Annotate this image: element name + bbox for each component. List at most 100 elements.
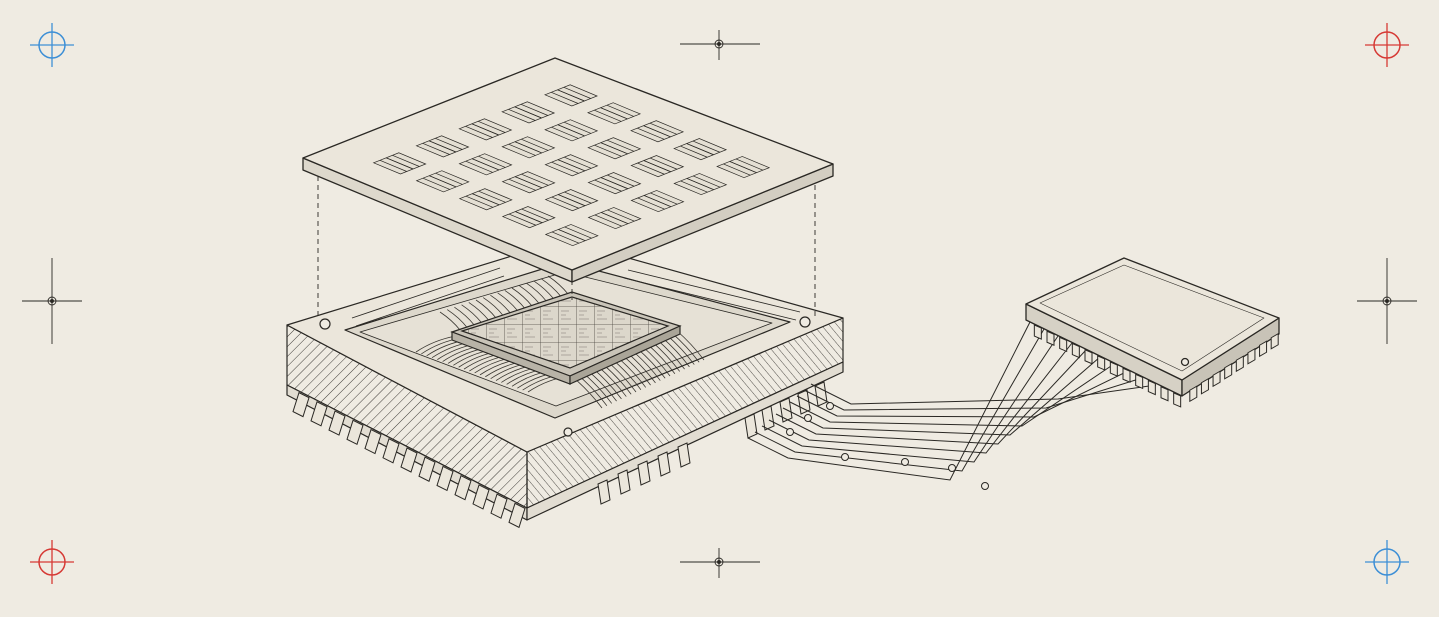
circuit-block-line bbox=[422, 177, 450, 190]
circuit-block-line bbox=[386, 157, 414, 170]
bond-wire bbox=[511, 287, 533, 307]
circuit-block bbox=[587, 207, 642, 230]
chip-pin bbox=[1160, 385, 1169, 402]
package-pin bbox=[677, 442, 691, 468]
chip-pin bbox=[1235, 355, 1244, 373]
package-pin bbox=[400, 447, 418, 473]
circuit-block bbox=[501, 171, 556, 194]
secondary-chip-pins bbox=[1033, 324, 1279, 408]
crosshair-dot-icon bbox=[680, 30, 760, 60]
circuit-block-line bbox=[422, 142, 450, 155]
package-pin bbox=[761, 405, 775, 431]
package-pin bbox=[657, 451, 671, 477]
trace-via bbox=[826, 402, 834, 410]
circuit-block-line bbox=[692, 140, 721, 153]
bond-wire bbox=[461, 304, 482, 324]
chip-pin bbox=[1071, 342, 1080, 359]
circuit-block-line bbox=[649, 157, 678, 170]
circuit-block-line bbox=[680, 145, 708, 158]
circuit-block-line bbox=[680, 180, 708, 193]
circuit-block-line bbox=[472, 193, 500, 206]
circuit-block-line bbox=[607, 209, 635, 222]
circuit-block-line bbox=[643, 160, 671, 173]
circuit-block bbox=[630, 190, 685, 213]
bond-wire bbox=[482, 297, 504, 316]
circuit-block bbox=[716, 156, 771, 179]
signal-trace bbox=[796, 370, 1129, 418]
circuit-block bbox=[415, 170, 470, 193]
projection-lines bbox=[317, 176, 816, 320]
circuit-block-line bbox=[435, 137, 463, 150]
chip-pin bbox=[1147, 379, 1156, 396]
circuit-block bbox=[544, 84, 598, 107]
circuit-block-line bbox=[637, 127, 665, 140]
circuit-block-line bbox=[471, 123, 499, 136]
circuit-block-line bbox=[729, 161, 757, 174]
circuit-block-line bbox=[693, 175, 721, 188]
signal-traces bbox=[747, 321, 1157, 490]
bond-wire bbox=[446, 309, 468, 328]
circuit-block-line bbox=[686, 143, 714, 156]
circuit-block-line bbox=[551, 196, 579, 209]
bond-wire bbox=[439, 311, 461, 331]
registration-mark-bottom-left bbox=[30, 540, 74, 584]
circuit-block-line bbox=[551, 91, 579, 104]
circuit-block bbox=[630, 120, 685, 143]
circuit-block-line bbox=[392, 154, 420, 167]
circuit-block-line bbox=[600, 177, 629, 190]
circuit-block-line bbox=[471, 158, 500, 171]
chip-pin bbox=[1189, 385, 1198, 403]
circuit-block-line bbox=[465, 160, 493, 173]
circuit-block-line bbox=[508, 178, 536, 191]
chip-pin bbox=[1109, 361, 1118, 377]
circuit-block-line bbox=[551, 231, 580, 244]
bond-wire bbox=[533, 280, 554, 300]
circuit-block bbox=[544, 189, 599, 212]
package-pin bbox=[490, 493, 508, 519]
circuit-block bbox=[587, 172, 642, 195]
circuit-block bbox=[415, 135, 470, 158]
circuit-block bbox=[458, 118, 513, 141]
center-marks bbox=[22, 30, 1417, 578]
plate-circuit-blocks bbox=[372, 84, 771, 247]
circuit-block bbox=[587, 102, 642, 125]
chip-pin bbox=[1033, 324, 1042, 340]
circuit-block-line bbox=[521, 138, 549, 151]
circuit-block bbox=[458, 188, 513, 211]
package-pin bbox=[597, 479, 611, 505]
circuit-block bbox=[501, 206, 556, 229]
circuit-block-line bbox=[650, 192, 678, 205]
signal-trace bbox=[810, 383, 1157, 405]
chip-pin bbox=[1224, 362, 1233, 380]
chip-pin bbox=[1247, 347, 1256, 365]
package-pin bbox=[364, 428, 382, 455]
circuit-block-line bbox=[563, 86, 591, 99]
circuit-block-line bbox=[564, 191, 592, 204]
bond-wire bbox=[475, 299, 497, 319]
circuit-block-line bbox=[558, 229, 586, 242]
trace-via bbox=[804, 414, 812, 422]
circuit-block-line bbox=[563, 121, 592, 134]
circuit-block-line bbox=[551, 126, 579, 139]
circuit-block-line bbox=[557, 159, 585, 172]
chip-pin bbox=[1259, 340, 1268, 358]
package-pin bbox=[310, 401, 328, 427]
package-pin bbox=[637, 460, 651, 486]
circuit-block bbox=[630, 155, 685, 178]
trace-via bbox=[786, 428, 794, 436]
circuit-block-line bbox=[429, 175, 457, 188]
trace-via bbox=[981, 482, 989, 490]
trace-via bbox=[901, 458, 909, 466]
circuit-block-line bbox=[594, 214, 622, 227]
circuit-block-line bbox=[594, 144, 622, 157]
circuit-block-line bbox=[514, 106, 542, 119]
bond-wire bbox=[540, 278, 562, 297]
crosshair-dot-icon bbox=[22, 258, 82, 344]
bond-wire bbox=[504, 290, 526, 309]
circuit-block bbox=[587, 137, 642, 160]
package-pin bbox=[814, 381, 828, 407]
signal-trace bbox=[761, 335, 1059, 463]
circuit-block-line bbox=[515, 211, 543, 224]
bond-wire bbox=[526, 282, 547, 302]
